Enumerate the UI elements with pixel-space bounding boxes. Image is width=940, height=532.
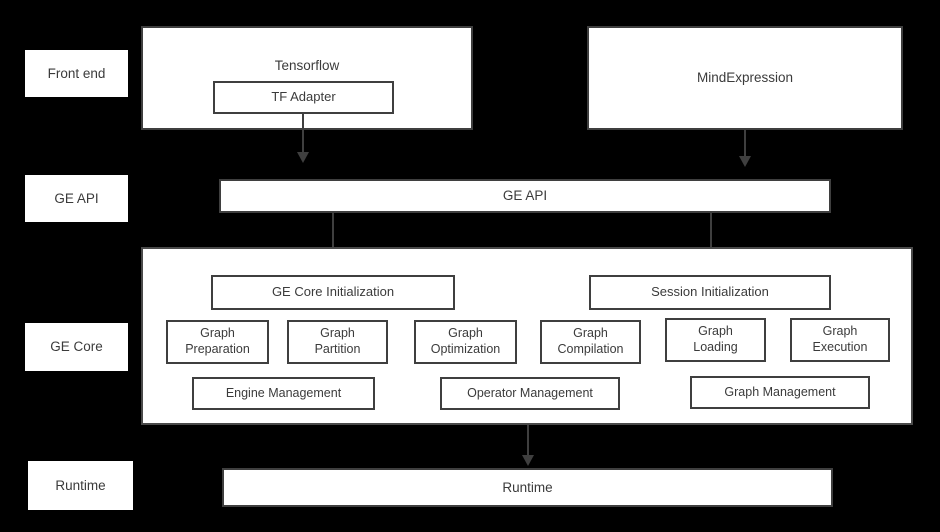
- management-operator-management[interactable]: Operator Management: [440, 377, 620, 410]
- module-label-line1: Graph: [200, 326, 235, 341]
- module-graph-compilation[interactable]: Graph Compilation: [540, 320, 641, 364]
- tensorflow-block[interactable]: Tensorflow: [141, 26, 473, 130]
- stage-label-ge-api: GE API: [25, 175, 128, 222]
- module-label-line1: Graph: [320, 326, 355, 341]
- runtime-bar-label: Runtime: [502, 479, 553, 495]
- ge-api-bar[interactable]: GE API: [219, 179, 831, 213]
- runtime-bar[interactable]: Runtime: [222, 468, 833, 507]
- module-label-line2: Optimization: [430, 342, 501, 356]
- module-label: Graph Execution: [813, 324, 868, 355]
- tf-adapter-block[interactable]: TF Adapter: [213, 81, 394, 114]
- ge-api-bar-label: GE API: [502, 188, 548, 204]
- module-label: Graph Preparation: [185, 326, 250, 357]
- connector-tf-adapter-to-ge-api: [302, 114, 304, 154]
- tensorflow-label: Tensorflow: [274, 58, 340, 73]
- module-label-line2: Partition: [314, 342, 361, 356]
- module-label-line1: Graph: [448, 326, 483, 341]
- connector-ge-core-to-runtime: [527, 425, 529, 457]
- module-label-line2: Execution: [812, 340, 868, 354]
- connector-mindexpression-to-ge-api: [744, 130, 746, 158]
- module-label: Graph Compilation: [557, 326, 623, 357]
- tf-adapter-label: TF Adapter: [271, 89, 336, 105]
- module-label-line1: Graph: [573, 326, 608, 341]
- management-engine-management[interactable]: Engine Management: [192, 377, 375, 410]
- stage-label-text: Runtime: [55, 477, 106, 493]
- arrowhead-mindexpression-to-ge-api: [739, 156, 751, 167]
- management-label: Graph Management: [724, 385, 836, 400]
- module-label-line2: Compilation: [557, 342, 624, 356]
- module-graph-loading[interactable]: Graph Loading: [665, 318, 766, 362]
- module-label-line2: Preparation: [185, 342, 250, 356]
- connector-ge-api-to-ge-core-init: [332, 213, 334, 255]
- management-label: Engine Management: [225, 386, 342, 401]
- module-label: Graph Loading: [693, 324, 738, 355]
- stage-label-text: GE API: [54, 190, 99, 206]
- mindexpression-block[interactable]: MindExpression: [587, 26, 903, 130]
- module-graph-optimization[interactable]: Graph Optimization: [414, 320, 517, 364]
- mindexpression-label: MindExpression: [696, 70, 794, 86]
- session-initialization-label: Session Initialization: [651, 284, 769, 300]
- arrowhead-tf-adapter-to-ge-api: [297, 152, 309, 163]
- management-label: Operator Management: [467, 386, 593, 401]
- stage-label-text: GE Core: [50, 339, 103, 355]
- module-graph-execution[interactable]: Graph Execution: [790, 318, 890, 362]
- connector-ge-api-to-session-init: [710, 213, 712, 255]
- stage-label-text: Front end: [47, 65, 106, 81]
- ge-core-initialization-box[interactable]: GE Core Initialization: [211, 275, 455, 310]
- module-label: Graph Partition: [315, 326, 361, 357]
- stage-label-front-end: Front end: [25, 50, 128, 97]
- module-graph-partition[interactable]: Graph Partition: [287, 320, 388, 364]
- arrowhead-ge-core-to-runtime: [522, 455, 534, 466]
- management-graph-management[interactable]: Graph Management: [690, 376, 870, 409]
- session-initialization-box[interactable]: Session Initialization: [589, 275, 831, 310]
- ge-core-initialization-label: GE Core Initialization: [271, 284, 395, 300]
- module-label-line1: Graph: [822, 324, 858, 339]
- module-label: Graph Optimization: [431, 326, 500, 357]
- module-label-line2: Loading: [693, 340, 738, 354]
- module-graph-preparation[interactable]: Graph Preparation: [166, 320, 269, 364]
- stage-label-ge-core: GE Core: [25, 323, 128, 371]
- stage-label-runtime: Runtime: [28, 461, 133, 510]
- module-label-line1: Graph: [698, 324, 733, 339]
